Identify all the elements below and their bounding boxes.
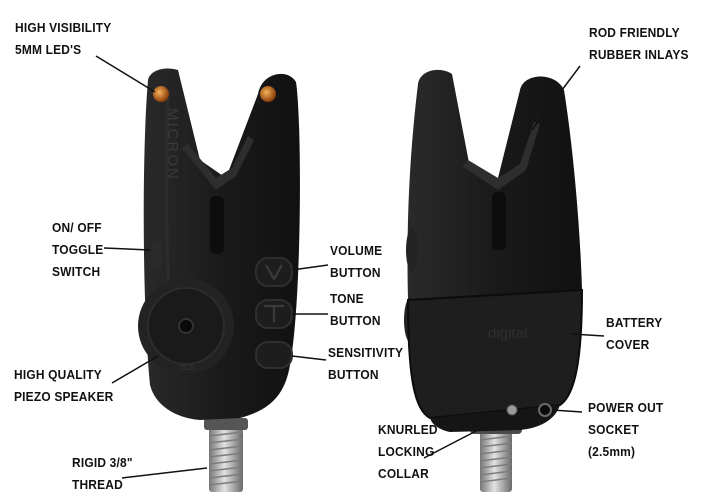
- label-high-visibility-leds: HIGH VISIBILITY 5MM LED'S: [15, 17, 111, 61]
- front-buttons: [255, 257, 293, 369]
- label-battery-cover: BATTERY COVER: [606, 312, 662, 356]
- front-led-left: [153, 86, 169, 102]
- rear-screw: [506, 404, 518, 416]
- label-line: BATTERY: [606, 315, 663, 330]
- rear-logo: digital: [488, 325, 527, 342]
- label-line: 5MM LED'S: [15, 42, 82, 57]
- front-toggle-switch: [152, 242, 162, 268]
- rear-battery-cover: [406, 288, 584, 420]
- label-line: SENSITIVITY: [328, 345, 404, 360]
- leader-lines: [95, 55, 605, 479]
- label-rod-friendly-inlays: ROD FRIENDLY RUBBER INLAYS: [589, 22, 689, 66]
- volume-button: [255, 257, 293, 287]
- label-line: HIGH VISIBILITY: [15, 20, 112, 35]
- label-line: TONE: [330, 291, 364, 306]
- rear-alarm: digital: [404, 69, 584, 492]
- label-line: ROD FRIENDLY: [589, 25, 680, 40]
- label-sensitivity-button: SENSITIVITY BUTTON: [328, 342, 403, 386]
- label-line: COLLAR: [378, 466, 429, 481]
- label-line: KNURLED: [378, 422, 438, 437]
- label-line: THREAD: [72, 477, 123, 492]
- label-line: HIGH QUALITY: [14, 367, 102, 382]
- label-rigid-thread: RIGID 3/8" THREAD: [72, 452, 133, 496]
- label-tone-button: TONE BUTTON: [330, 288, 381, 332]
- label-line: RUBBER INLAYS: [589, 47, 689, 62]
- label-knurled-collar: KNURLED LOCKING COLLAR: [378, 419, 438, 485]
- front-side-logo: MICRON: [164, 108, 181, 181]
- label-line: SWITCH: [52, 264, 101, 279]
- label-power-out-socket: POWER OUT SOCKET (2.5mm): [588, 397, 663, 463]
- front-alarm: MICRON TCS: [138, 68, 300, 492]
- label-line: (2.5mm): [588, 444, 636, 459]
- label-on-off-toggle: ON/ OFF TOGGLE SWITCH: [52, 217, 103, 283]
- label-line: ON/ OFF: [52, 220, 102, 235]
- label-line: COVER: [606, 337, 650, 352]
- label-line: PIEZO SPEAKER: [14, 389, 114, 404]
- front-led-right: [260, 86, 276, 102]
- label-line: BUTTON: [330, 313, 381, 328]
- speaker-mark: TCS: [180, 365, 194, 372]
- power-out-socket: [538, 403, 552, 417]
- label-line: BUTTON: [330, 265, 381, 280]
- label-volume-button: VOLUME BUTTON: [330, 240, 382, 284]
- label-line: TOGGLE: [52, 242, 104, 257]
- label-line: RIGID 3/8": [72, 455, 133, 470]
- label-line: VOLUME: [330, 243, 383, 258]
- label-line: POWER OUT: [588, 400, 664, 415]
- front-thread: [204, 418, 248, 492]
- label-piezo-speaker: HIGH QUALITY PIEZO SPEAKER: [14, 364, 113, 408]
- sensitivity-button: [255, 341, 293, 369]
- label-line: SOCKET: [588, 422, 639, 437]
- front-speaker: TCS: [138, 278, 234, 374]
- label-line: LOCKING: [378, 444, 435, 459]
- label-line: BUTTON: [328, 367, 379, 382]
